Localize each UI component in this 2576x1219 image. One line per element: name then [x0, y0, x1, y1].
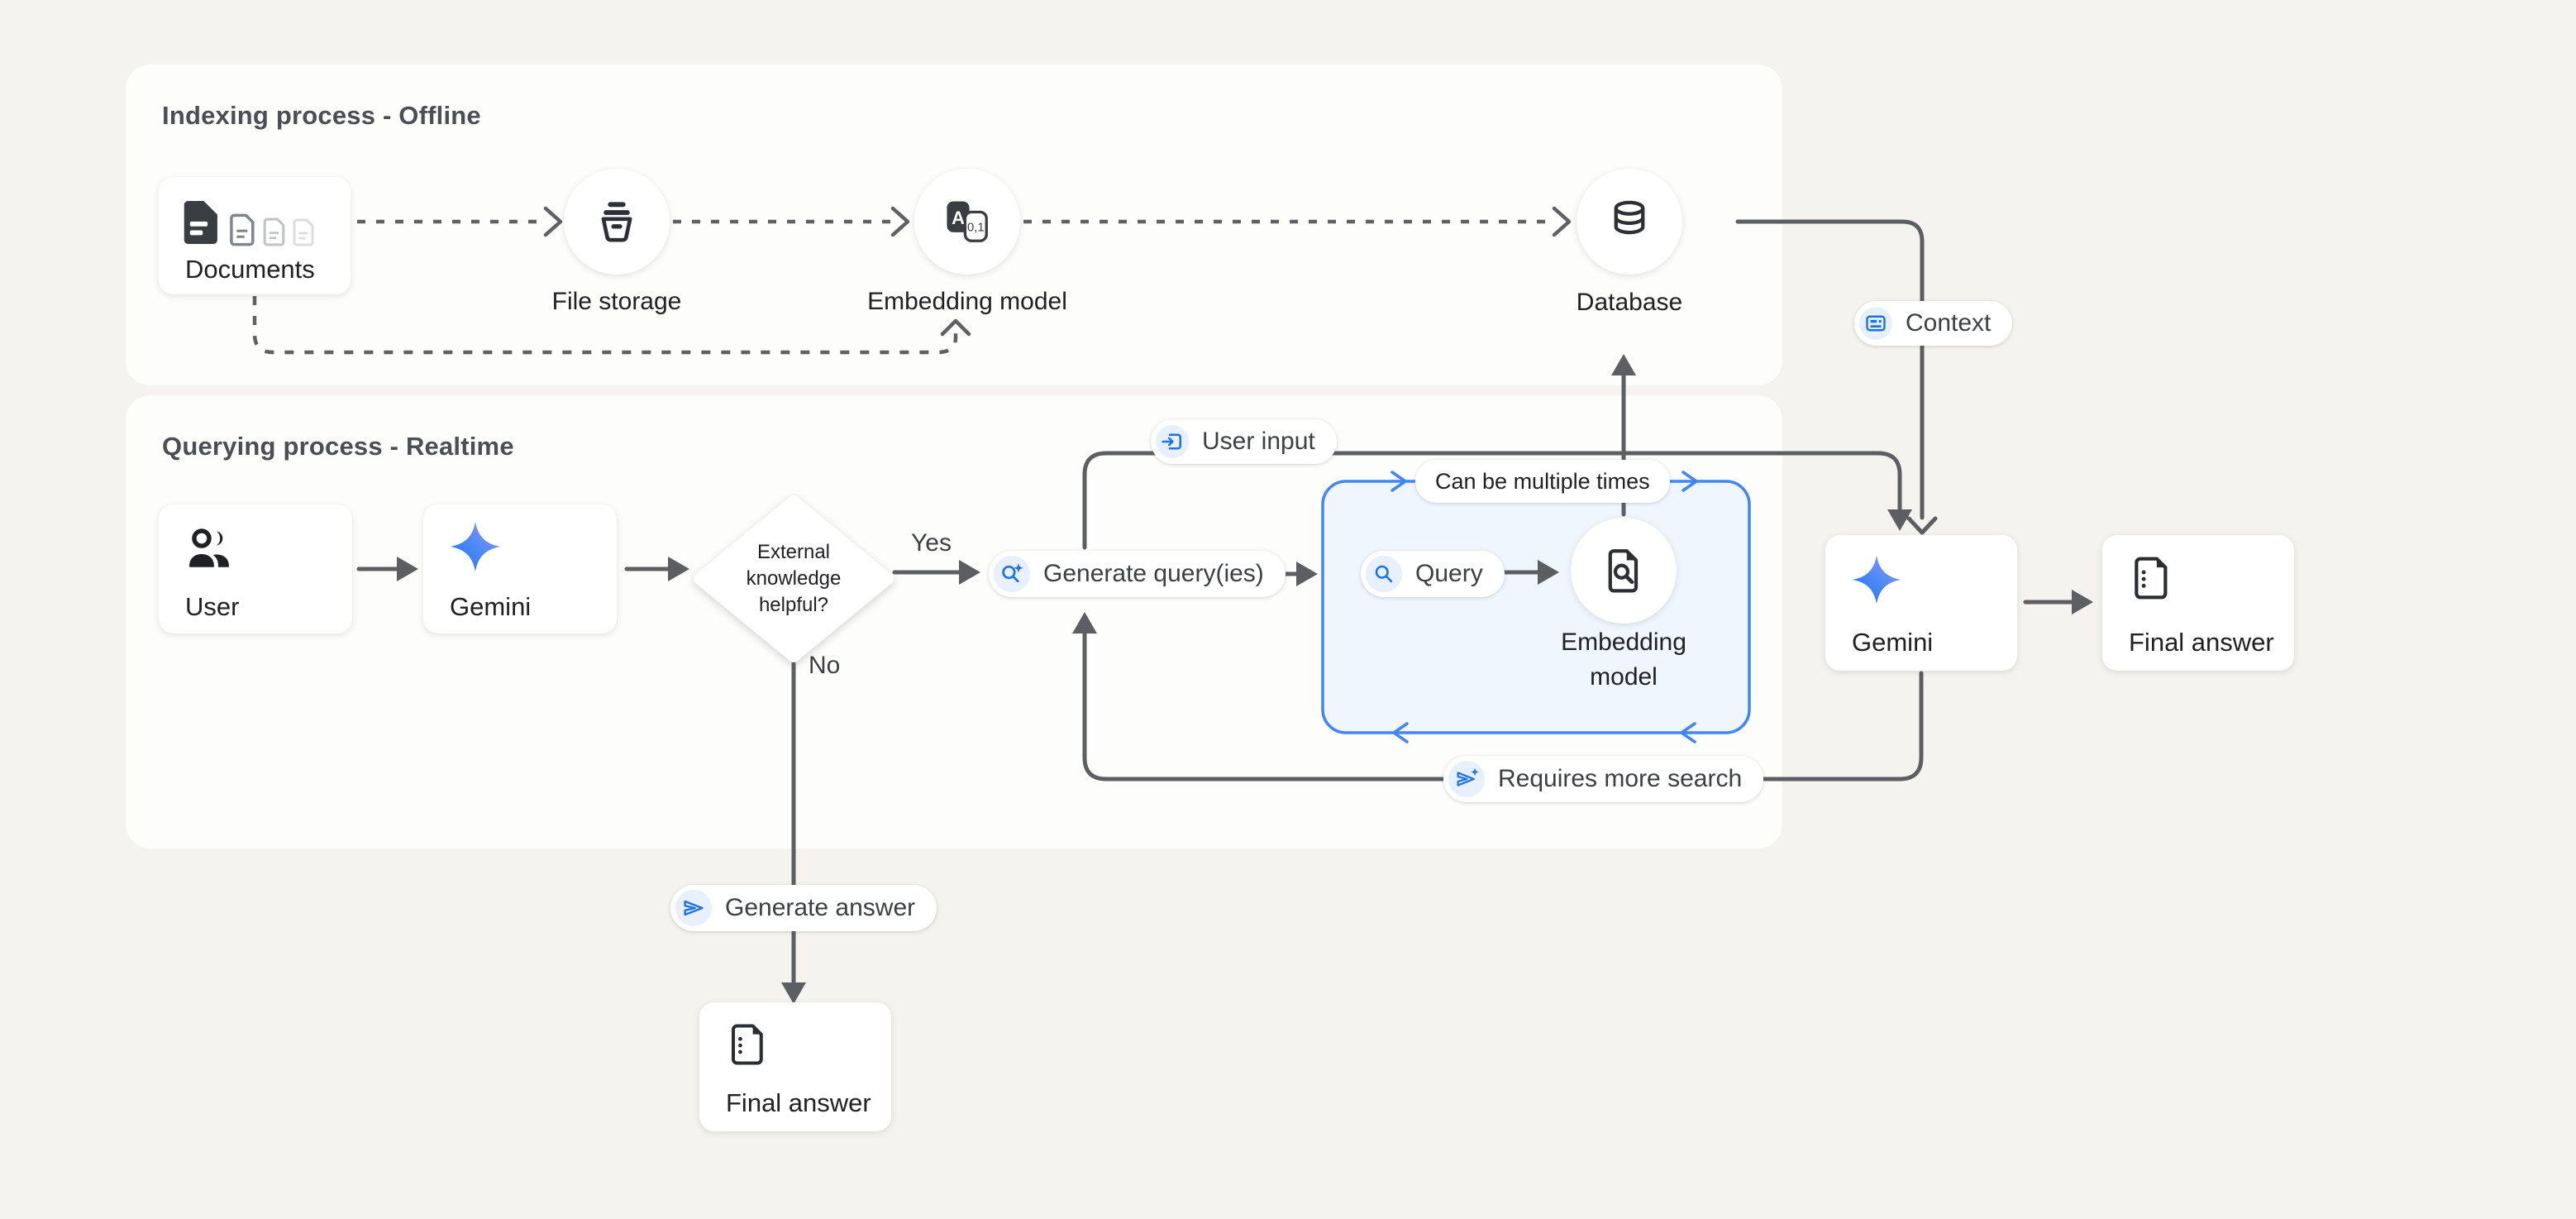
documents-icon — [180, 198, 316, 246]
document-icon — [230, 213, 255, 246]
querying-panel-title: Querying process - Realtime — [162, 432, 514, 461]
query-label: Query — [1415, 560, 1483, 587]
context-label: Context — [1906, 309, 1992, 337]
embedding-model-icon: A 0,1 — [947, 201, 988, 242]
context-pill: Context — [1854, 301, 2013, 346]
gemini-star-icon — [450, 521, 501, 572]
query-embedding-model-node — [1571, 518, 1677, 624]
search-sparkle-icon — [994, 556, 1030, 592]
generate-answer-pill: Generate answer — [670, 885, 937, 931]
final-answer-right-card: Final answer — [2102, 535, 2294, 671]
final-answer-bottom-card: Final answer — [699, 1002, 891, 1131]
query-embedding-model-label: Embedding model — [1561, 629, 1686, 691]
file-storage-node — [564, 169, 670, 275]
documents-label: Documents — [185, 255, 315, 284]
svg-text:0,1: 0,1 — [967, 222, 985, 235]
user-card: User — [159, 504, 352, 633]
file-storage-label: File storage — [551, 288, 682, 315]
bucket-icon — [601, 202, 632, 242]
input-icon — [1156, 425, 1189, 458]
final-answer-doc-icon — [2135, 557, 2168, 600]
send-sparkle-icon — [1448, 761, 1485, 797]
user-input-label: User input — [1202, 428, 1315, 455]
yes-label: Yes — [911, 529, 952, 557]
indexing-panel-title: Indexing process - Offline — [162, 101, 481, 130]
document-icon — [293, 218, 314, 246]
gemini-card: Gemini — [423, 504, 617, 633]
send-icon — [675, 890, 712, 926]
document-icon — [184, 201, 217, 244]
documents-card: Documents — [159, 177, 351, 294]
gemini-star-icon — [1852, 555, 1901, 605]
user-icon — [189, 528, 229, 567]
document-search-icon — [1608, 549, 1639, 593]
svg-text:A: A — [952, 208, 965, 228]
can-be-multiple-times-pill: Can be multiple times — [1415, 460, 1670, 503]
user-input-pill: User input — [1151, 419, 1337, 464]
gemini-final-card: Gemini — [1825, 535, 2017, 671]
generate-answer-label: Generate answer — [725, 894, 916, 921]
can-be-multiple-times-label: Can be multiple times — [1435, 468, 1650, 494]
embedding-model-node: A 0,1 — [914, 169, 1020, 275]
no-label: No — [809, 652, 841, 679]
final-answer-bottom-label: Final answer — [726, 1088, 871, 1117]
final-answer-doc-icon — [731, 1024, 763, 1065]
generate-queries-label: Generate query(ies) — [1043, 560, 1264, 587]
decision-diamond — [694, 495, 894, 662]
query-pill: Query — [1361, 551, 1505, 597]
database-label: Database — [1576, 289, 1683, 316]
gemini-label: Gemini — [450, 592, 532, 621]
loop-box — [1321, 471, 1751, 743]
requires-more-search-label: Requires more search — [1498, 765, 1743, 792]
generate-queries-pill: Generate query(ies) — [989, 551, 1286, 597]
decision-text: External knowledge helpful? — [746, 541, 842, 616]
user-label: User — [185, 592, 240, 621]
embedding-model-label: Embedding model — [867, 288, 1067, 315]
document-icon — [263, 218, 285, 246]
database-icon — [1614, 200, 1645, 235]
article-icon — [1859, 307, 1892, 340]
database-node — [1577, 169, 1682, 275]
requires-more-search-pill: Requires more search — [1443, 756, 1764, 802]
final-answer-right-label: Final answer — [2129, 628, 2274, 657]
gemini-final-label: Gemini — [1852, 628, 1934, 657]
search-icon — [1366, 556, 1402, 592]
